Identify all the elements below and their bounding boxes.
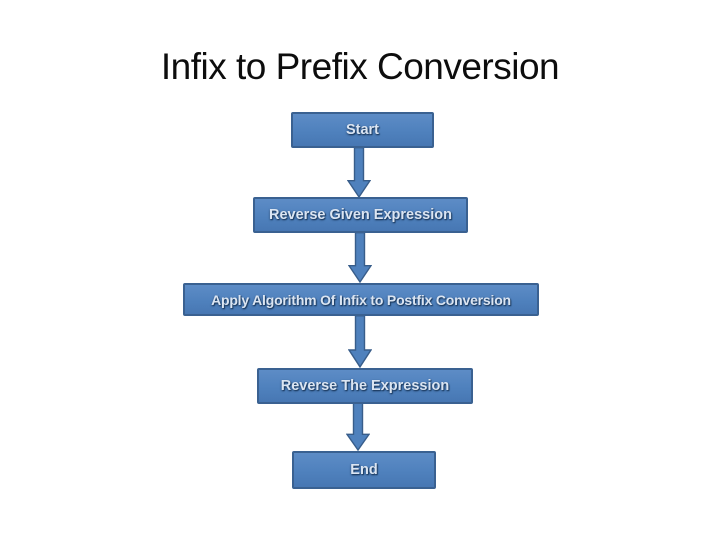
down-arrow-3 (348, 315, 372, 368)
down-arrow-2 (348, 232, 372, 283)
slide-title: Infix to Prefix Conversion (160, 46, 560, 87)
flow-step-apply-infix-to-postfix-algorithm: Apply Algorithm Of Infix to Postfix Conv… (183, 283, 539, 316)
flow-step-reverse-given-expression: Reverse Given Expression (253, 197, 468, 233)
flow-step-reverse-the-expression: Reverse The Expression (257, 368, 473, 404)
down-arrow-4 (346, 402, 370, 451)
down-arrow-1 (347, 147, 371, 198)
flow-step-end: End (292, 451, 436, 489)
flow-step-start: Start (291, 112, 434, 148)
